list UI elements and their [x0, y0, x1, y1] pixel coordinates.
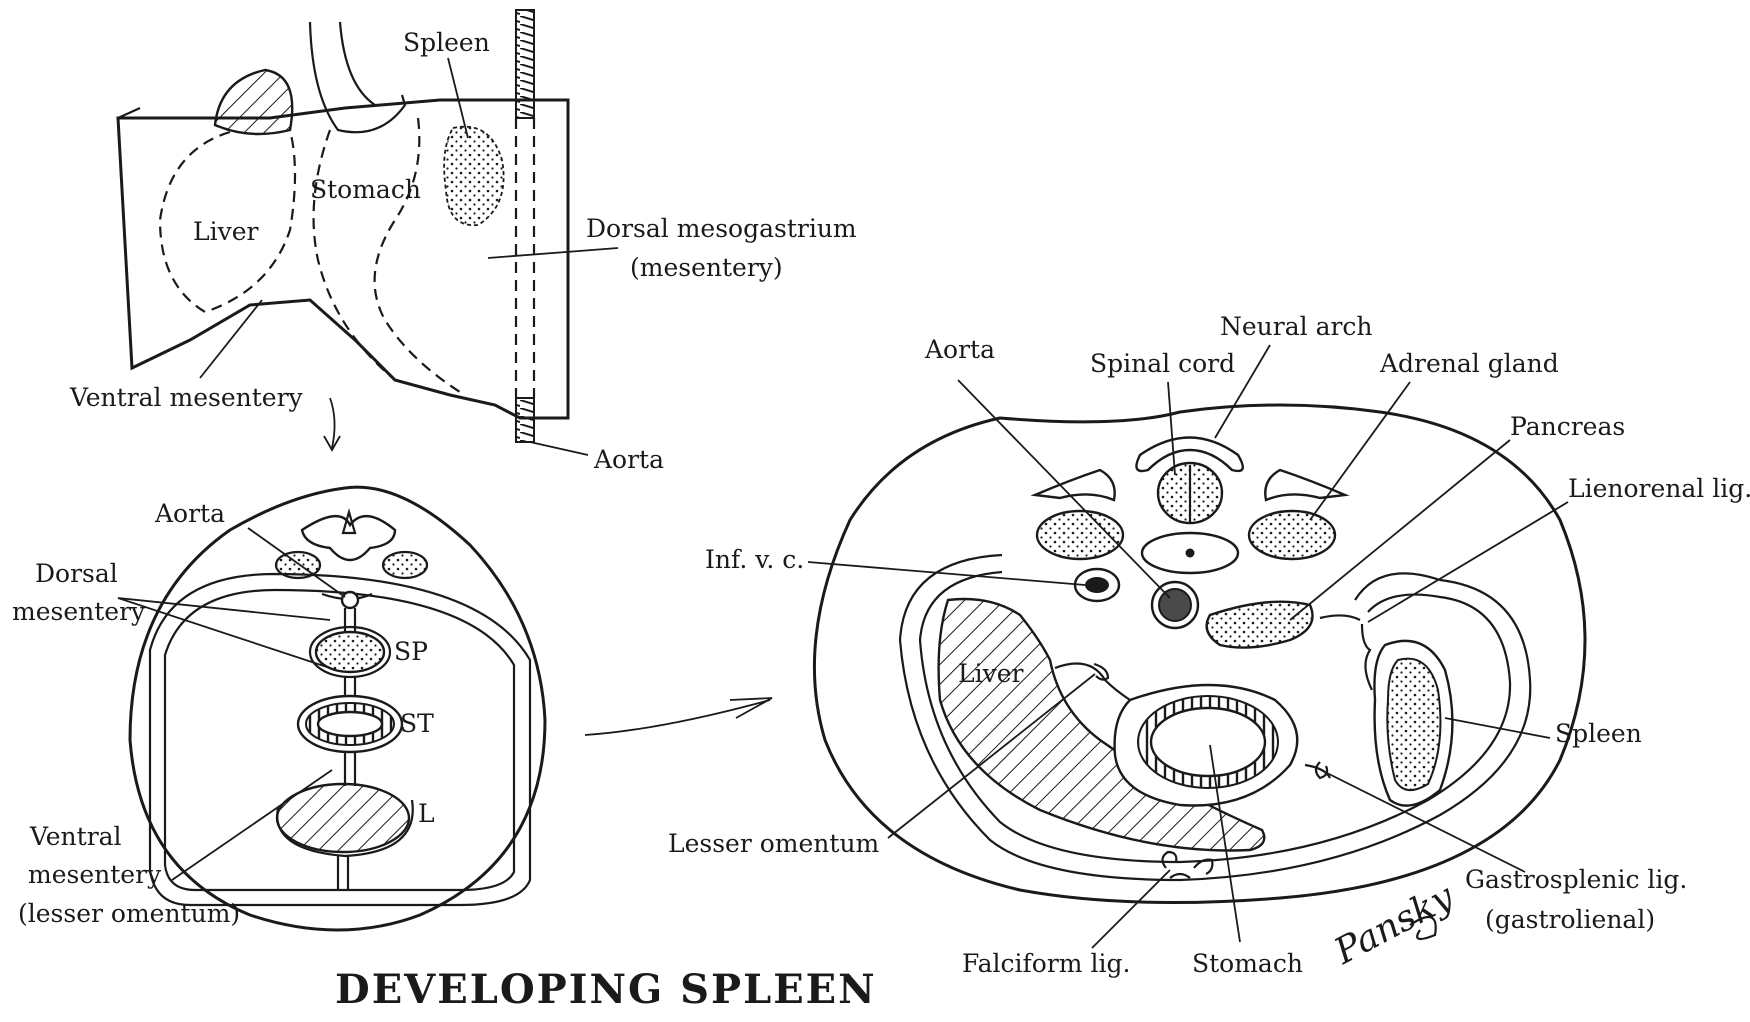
aorta-right-lumen: [1159, 589, 1191, 621]
label-dorsal: Dorsal: [35, 559, 118, 588]
stomach-tube-inner: [340, 22, 375, 105]
label-lesser-omentum-paren: (lesser omentum): [18, 899, 240, 928]
vertebra-arm-left: [1035, 470, 1115, 500]
label-spleen-top: Spleen: [403, 28, 490, 57]
falciform-hook-left: [1162, 852, 1176, 868]
label-lesser-omentum: Lesser omentum: [668, 829, 880, 858]
label-liver-top: Liver: [193, 217, 259, 246]
aorta-left: [342, 592, 358, 608]
label-spleen-right: Spleen: [1555, 719, 1642, 748]
label-ventral: Ventral: [29, 822, 122, 851]
spleen-right: [1387, 659, 1440, 791]
label-liver-right: Liver: [958, 659, 1024, 688]
sheet-edge-left: [118, 118, 132, 368]
leader-adrenal-gland: [1310, 382, 1410, 520]
label-adrenal-gland: Adrenal gland: [1379, 349, 1559, 378]
label-sp: SP: [394, 637, 428, 666]
label-lienorenal-lig: Lienorenal lig.: [1568, 474, 1750, 503]
leader-spleen-top: [448, 58, 468, 138]
label-mesentery-paren: (mesentery): [630, 253, 783, 282]
leader-inf-vc: [808, 562, 1085, 585]
leader-dorsal-mesogastrium: [488, 248, 618, 258]
label-gastrolienal-paren: (gastrolienal): [1485, 905, 1655, 934]
lesser-omentum-hook: [1094, 664, 1108, 680]
arrow-right: [585, 700, 770, 735]
mesentery-sheet: [118, 100, 568, 418]
label-spinal-cord: Spinal cord: [1090, 349, 1235, 378]
panel-right: Neural arch Aorta Spinal cord Adrenal gl…: [668, 312, 1750, 978]
aorta-coil-top: [516, 10, 534, 118]
adrenal-right: [1249, 511, 1335, 559]
label-stomach-right: Stomach: [1192, 949, 1303, 978]
leader-aorta-right: [958, 380, 1170, 598]
label-mesentery2: mesentery: [28, 860, 162, 889]
leader-aorta-top: [530, 442, 588, 455]
stomach-st-lumen: [318, 712, 382, 736]
notochord: [1186, 549, 1195, 558]
label-gastrosplenic-lig: Gastrosplenic lig.: [1465, 865, 1687, 894]
panel-top: Spleen Stomach Liver Dorsal mesogastrium…: [69, 10, 857, 474]
label-aorta-top: Aorta: [593, 445, 664, 474]
figure-title: DEVELOPING SPLEEN: [335, 966, 877, 1013]
label-neural-arch: Neural arch: [1220, 312, 1373, 341]
ivc-lumen: [1085, 577, 1109, 593]
stomach-tube: [310, 22, 405, 132]
label-ventral-mesentery-top: Ventral mesentery: [69, 383, 304, 412]
adrenal-left-b: [383, 552, 427, 578]
spleen-top-dotted: [444, 127, 503, 226]
lienorenal-ligament-line: [1320, 615, 1360, 620]
vertebra-arm-right: [1265, 470, 1345, 500]
lesser-omentum-line: [1055, 664, 1130, 700]
vertebra-left: [302, 516, 395, 560]
falciform-lig-line: [1170, 874, 1190, 878]
aorta-coil-bottom: [516, 398, 534, 442]
label-stomach-top: Stomach: [310, 175, 421, 204]
label-mesentery: mesentery: [12, 597, 146, 626]
label-aorta-left: Aorta: [154, 499, 225, 528]
leader-ventral-mesentery: [200, 300, 262, 378]
label-pancreas: Pancreas: [1510, 412, 1625, 441]
liver-hatched-cap: [215, 70, 292, 134]
leader-falciform: [1092, 870, 1170, 948]
label-aorta-right: Aorta: [924, 335, 995, 364]
leader-spinal-cord: [1168, 382, 1175, 475]
stomach-right-lumen: [1151, 708, 1265, 776]
label-falciform-lig: Falciform lig.: [962, 949, 1130, 978]
label-st: ST: [400, 709, 434, 738]
lienorenal-ligament-hook: [1362, 624, 1372, 690]
panel-left: Aorta Dorsal mesentery SP ST L Ventral m…: [12, 487, 772, 930]
label-l: L: [418, 799, 435, 828]
pancreas: [1207, 602, 1313, 648]
adrenal-left: [1037, 511, 1123, 559]
label-dorsal-mesogastrium: Dorsal mesogastrium: [586, 214, 857, 243]
label-inf-vc: Inf. v. c.: [705, 545, 804, 574]
arrow-down: [330, 398, 335, 448]
stomach-dashed-outline: [314, 130, 395, 380]
